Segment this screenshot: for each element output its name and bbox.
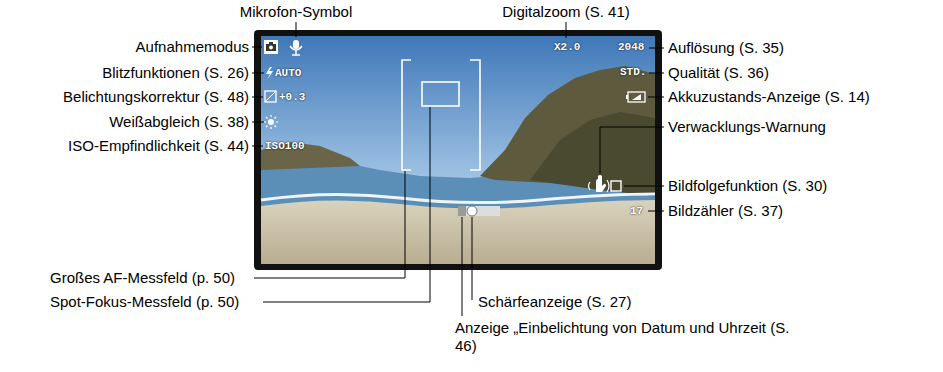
callout-label: Spot-Fokus-Messfeld (p. 50): [50, 293, 239, 311]
screen-readout: 17: [630, 205, 643, 218]
beach-photo: [261, 36, 655, 264]
callout-label: Anzeige „Einbelichtung von Datum und Uhr…: [455, 319, 800, 355]
callout-label: Akkuzustands-Anzeige (S. 14): [668, 88, 870, 106]
callout-label: Weißabgleich (S. 38): [109, 113, 249, 131]
callout-label: ISO-Empfindlichkeit (S. 44): [68, 137, 249, 155]
leader-lines: [252, 22, 664, 316]
callout-label: Bildfolgefunktion (S. 30): [668, 177, 827, 195]
screen-bezel: [254, 30, 662, 270]
callout-label: Schärfeanzeige (S. 27): [478, 293, 631, 311]
callout-label: Auflösung (S. 35): [668, 39, 784, 57]
callout-label: Großes AF-Messfeld (p. 50): [50, 269, 235, 287]
callout-label: Bildzähler (S. 37): [668, 202, 783, 220]
callout-label: Mikrofon-Symbol: [240, 3, 353, 21]
callout-label: Verwacklungs-Warnung: [668, 118, 826, 136]
screen-readout: X2.0: [554, 41, 580, 54]
callout-label: Digitalzoom (S. 41): [502, 3, 630, 21]
screen-readout: ISO100: [265, 140, 305, 153]
screen-readout: +0.3: [279, 91, 305, 104]
callout-label: Qualität (S. 36): [668, 64, 769, 82]
callout-label: Belichtungskorrektur (S. 48): [63, 88, 249, 106]
callout-label: Aufnahmemodus: [136, 38, 249, 56]
callout-label: Blitzfunktionen (S. 26): [102, 64, 249, 82]
screen-readout: AUTO: [275, 67, 301, 80]
screen-icons: [264, 40, 645, 216]
screen-readout: STD.: [620, 66, 646, 79]
screen-readout: 2048: [618, 41, 644, 54]
